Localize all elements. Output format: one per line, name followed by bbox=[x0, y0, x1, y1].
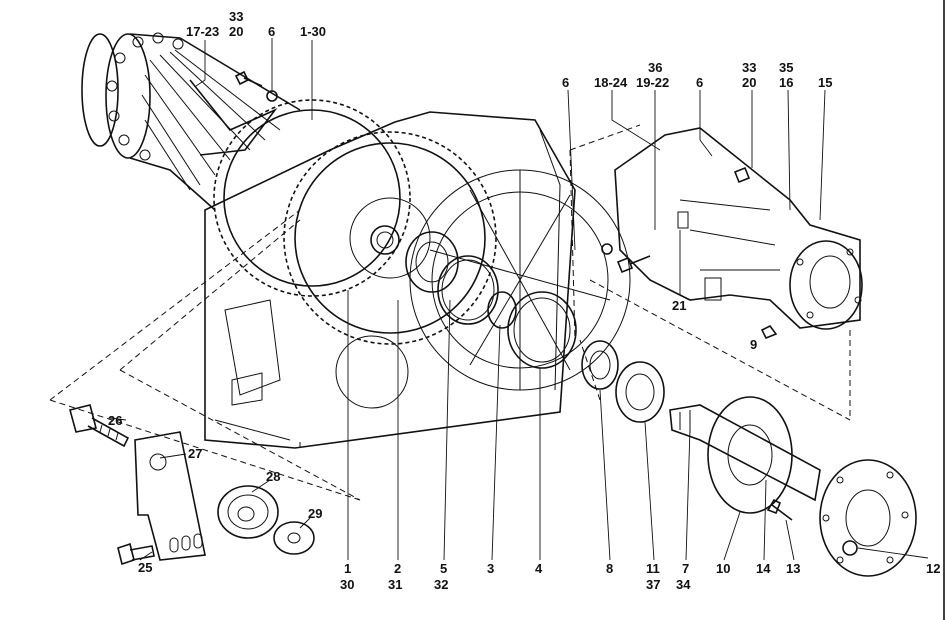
bolt-20-left bbox=[234, 70, 263, 87]
label-1: 1 bbox=[344, 561, 351, 576]
bolt-26 bbox=[69, 404, 130, 448]
label-26: 26 bbox=[108, 413, 122, 428]
wheel-flange-12 bbox=[819, 459, 917, 577]
label-20-top-left: 20 bbox=[229, 24, 243, 39]
label-29: 29 bbox=[308, 506, 322, 521]
part-labels: 17-23 33 20 6 1-30 36 18-24 19-22 6 6 33… bbox=[108, 9, 940, 592]
label-12: 12 bbox=[926, 561, 940, 576]
label-34: 34 bbox=[676, 577, 691, 592]
left-axle-tube bbox=[81, 32, 301, 211]
label-15: 15 bbox=[818, 75, 832, 90]
label-4: 4 bbox=[535, 561, 543, 576]
label-30: 30 bbox=[340, 577, 354, 592]
label-21: 21 bbox=[672, 298, 686, 313]
label-9: 9 bbox=[750, 337, 757, 352]
label-25: 25 bbox=[138, 560, 152, 575]
label-3: 3 bbox=[487, 561, 494, 576]
bolt-20-right bbox=[733, 166, 751, 184]
label-10: 10 bbox=[716, 561, 730, 576]
label-36: 36 bbox=[648, 60, 662, 75]
label-6-top-left: 6 bbox=[268, 24, 275, 39]
bracket-27 bbox=[134, 431, 206, 561]
part-9 bbox=[760, 324, 778, 340]
large-gear-front bbox=[283, 131, 497, 345]
pulley-28 bbox=[217, 485, 279, 539]
label-5: 5 bbox=[440, 561, 447, 576]
label-37: 37 bbox=[646, 577, 660, 592]
gearbox-housing bbox=[204, 111, 631, 449]
label-7: 7 bbox=[682, 561, 689, 576]
label-6-right-a: 6 bbox=[562, 75, 569, 90]
nut-6-right bbox=[601, 243, 613, 255]
seal-4 bbox=[507, 291, 577, 369]
axle-shaft-7 bbox=[669, 404, 821, 502]
label-31: 31 bbox=[388, 577, 402, 592]
brake-plate-10 bbox=[707, 396, 793, 514]
label-2: 2 bbox=[394, 561, 401, 576]
label-20-top-right: 20 bbox=[742, 75, 756, 90]
label-11: 11 bbox=[646, 561, 660, 576]
label-28: 28 bbox=[266, 469, 280, 484]
label-17-23: 17-23 bbox=[186, 24, 219, 39]
label-19-22: 19-22 bbox=[636, 75, 669, 90]
bearing-11 bbox=[615, 361, 665, 423]
label-8: 8 bbox=[606, 561, 613, 576]
circlip-3 bbox=[487, 291, 517, 329]
washer-29 bbox=[273, 521, 315, 555]
label-33-top-left: 33 bbox=[229, 9, 243, 24]
label-27: 27 bbox=[188, 446, 202, 461]
label-18-24: 18-24 bbox=[594, 75, 628, 90]
label-16: 16 bbox=[779, 75, 793, 90]
label-14: 14 bbox=[756, 561, 771, 576]
assembly-lines bbox=[49, 124, 851, 501]
ring-5 bbox=[437, 255, 499, 325]
leader-lines bbox=[109, 38, 929, 561]
label-6-right-b: 6 bbox=[696, 75, 703, 90]
label-1-30: 1-30 bbox=[300, 24, 326, 39]
bolt-13 bbox=[766, 498, 793, 521]
label-32: 32 bbox=[434, 577, 448, 592]
label-33-top-right: 33 bbox=[742, 60, 756, 75]
bearing-8 bbox=[581, 340, 619, 390]
label-35: 35 bbox=[779, 60, 793, 75]
label-13: 13 bbox=[786, 561, 800, 576]
bolt-right-lower bbox=[616, 255, 651, 274]
right-axle-housing bbox=[614, 127, 863, 330]
